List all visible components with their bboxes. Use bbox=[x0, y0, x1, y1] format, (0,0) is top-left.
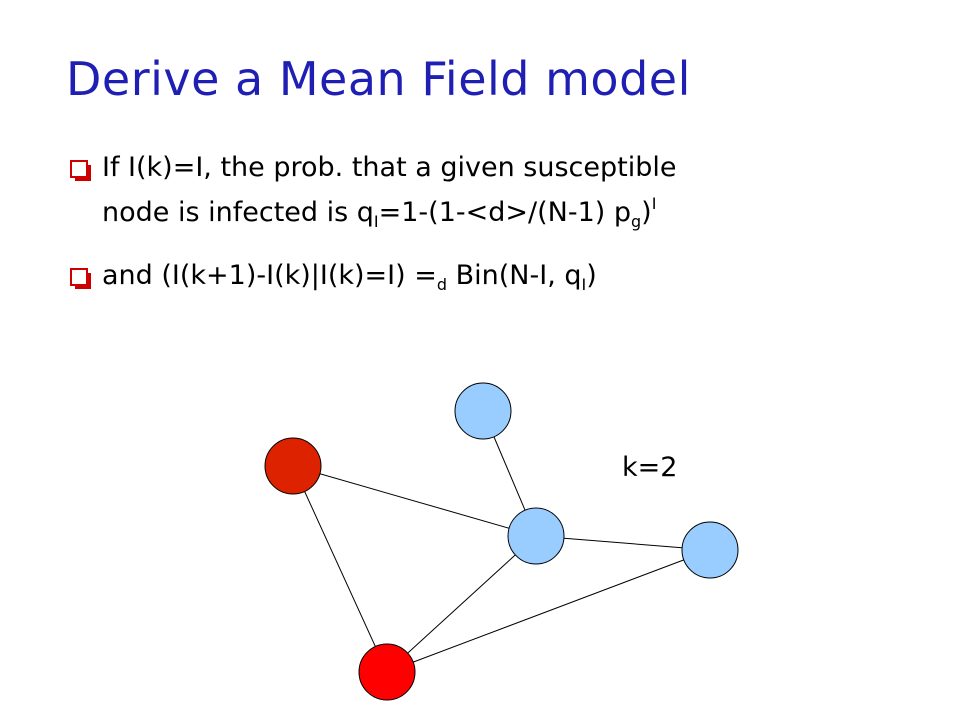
graph-nodes bbox=[264, 382, 739, 701]
edge-red-top-to-red-bottom bbox=[292, 465, 388, 673]
bullet-2-mid: Bin(N-I, q bbox=[447, 260, 582, 291]
bullet-marker-icon bbox=[70, 268, 91, 289]
bullet-1-line-2-close: ) bbox=[641, 197, 652, 228]
susceptible-node bbox=[454, 382, 512, 440]
edge-right-to-red-bottom bbox=[386, 549, 711, 673]
bullet-2-prefix: and (I(k+1)-I(k)|I(k)=I) = bbox=[102, 260, 437, 291]
superscript-I: I bbox=[651, 194, 657, 213]
edge-center-to-right bbox=[535, 535, 711, 551]
subscript-I: I bbox=[581, 275, 587, 294]
infected-node bbox=[264, 437, 322, 495]
edge-red-top-to-center bbox=[292, 465, 537, 537]
susceptible-node bbox=[507, 507, 565, 565]
subscript-g: g bbox=[631, 212, 642, 231]
bullet-marker-icon bbox=[70, 160, 91, 181]
subscript-I: I bbox=[373, 212, 379, 231]
edge-center-to-red-bottom bbox=[386, 535, 537, 673]
bullet-2-close: ) bbox=[586, 260, 597, 291]
susceptible-node bbox=[681, 521, 739, 579]
k-label: k=2 bbox=[622, 452, 678, 483]
bullet-1-line-2-prefix: node is infected is q bbox=[102, 197, 374, 228]
slide-title: Derive a Mean Field model bbox=[66, 52, 691, 106]
subscript-d: d bbox=[436, 275, 448, 294]
graph-edges bbox=[292, 410, 711, 673]
bullet-1-line-2-mid: =1-(1-<d>/(N-1) p bbox=[378, 197, 632, 228]
infected-node bbox=[358, 643, 416, 701]
bullet-1-text: If I(k)=I, the prob. that a given suscep… bbox=[102, 150, 676, 240]
bullet-2-text: and (I(k+1)-I(k)|I(k)=I) =d Bin(N-I, qI) bbox=[102, 258, 597, 303]
bullet-1-line-1: If I(k)=I, the prob. that a given suscep… bbox=[102, 152, 677, 183]
bullet-1-line-2: node is infected is qI=1-(1-<d>/(N-1) pg… bbox=[102, 186, 676, 240]
